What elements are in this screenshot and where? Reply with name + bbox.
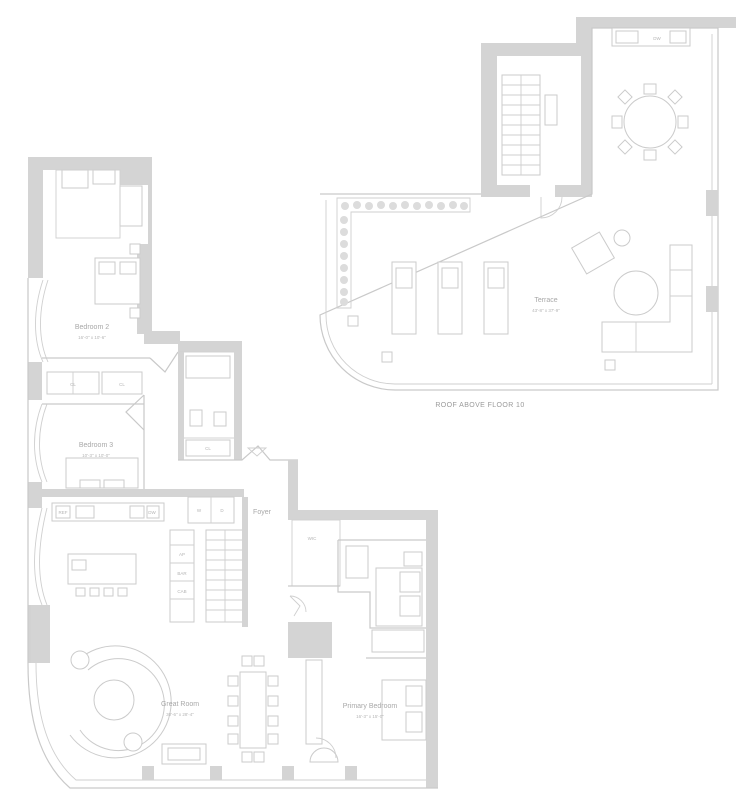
- closet-c-label: CL: [205, 446, 211, 451]
- bedroom2-label: Bedroom 2: [75, 324, 109, 331]
- bedroom3-label: Bedroom 3: [79, 442, 113, 449]
- bedroom3-dims: 10'-3" x 10'-0": [82, 453, 110, 458]
- bar-label: BAR: [177, 571, 187, 576]
- closet-a-label: CL: [70, 382, 76, 387]
- ref-label: REF: [59, 510, 68, 515]
- great-room-label: Great Room: [161, 701, 199, 708]
- terrace-label: Terrace: [534, 297, 557, 304]
- terrace-dw-label: DW: [653, 36, 661, 41]
- dw-label: DW: [148, 510, 156, 515]
- primary-bedroom-label: Primary Bedroom: [343, 703, 398, 710]
- closet-b-label: CL: [119, 382, 125, 387]
- primary-bedroom-dims: 16'-3" x 15'-0": [356, 714, 384, 719]
- foyer-label: Foyer: [253, 509, 272, 516]
- terrace-dims: 43'-8" x 37'-9": [532, 308, 560, 313]
- terrace-caption: ROOF ABOVE FLOOR 10: [435, 402, 524, 409]
- dryer-label: D: [220, 508, 224, 513]
- main-floor: [27, 157, 438, 789]
- wic-label: WIC: [308, 536, 317, 541]
- terrace-area: [319, 17, 736, 391]
- cab-label: CAB: [177, 589, 186, 594]
- great-room-dims: 30'-6" x 28'-4": [166, 712, 194, 717]
- bedroom2-dims: 16'-0" x 10'-6": [78, 335, 106, 340]
- room-labels: Terrace 43'-8" x 37'-9" ROOF ABOVE FLOOR…: [59, 36, 662, 719]
- ap-label: AP: [179, 552, 185, 557]
- washer-label: W: [197, 508, 202, 513]
